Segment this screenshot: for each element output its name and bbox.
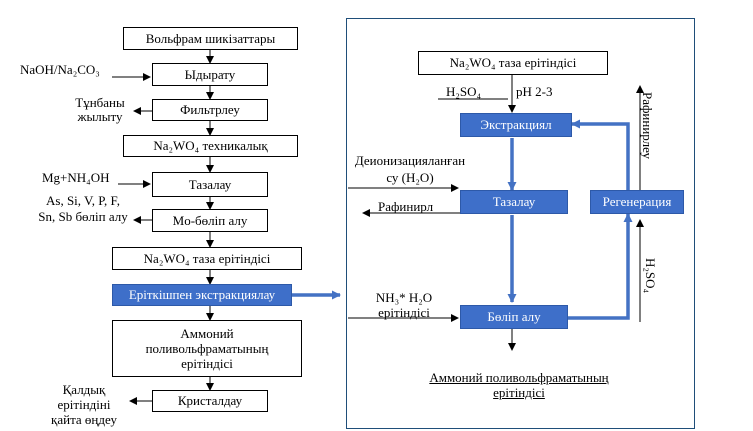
h2so4-vertical-label: H₂SO₄ — [643, 258, 658, 294]
stripping-label: Бөліп алу — [487, 309, 541, 324]
solvent-extraction-box: Еріткішпен экстракциялау — [112, 284, 292, 306]
extraction-label: Экстракциял — [480, 117, 552, 132]
stripping-box: Бөліп алу — [460, 305, 568, 329]
arrow-strip-to-regen — [568, 213, 633, 320]
impurities-label: As, Si, V, P, F, Sn, Sb бөліп алу — [38, 193, 128, 224]
raw-material-label: Вольфрам шикізаттары — [145, 30, 276, 46]
extraction-box: Экстракциял — [460, 113, 572, 137]
crystallization-box: Кристалдау — [152, 390, 268, 412]
ph-label: pH 2-3 — [516, 84, 553, 99]
filtration-label: Фильтрлеу — [180, 102, 240, 117]
crystallization-label: Кристалдау — [177, 393, 243, 408]
leaching-box: Ыдырату — [152, 63, 268, 86]
solvent-extraction-detail-panel — [346, 18, 695, 429]
panel-pure-solution-label: Na₂WO₄ таза ерітіндісі — [449, 55, 577, 70]
pure-solution-box: Na₂WO₄ таза ерітіндісі — [112, 247, 302, 270]
purification-box: Тазалау — [152, 172, 268, 197]
technical-na2wo4-label: Na₂WO₄ техникалық — [153, 138, 268, 153]
apt-solution-box: Аммоний поливольфраматының ерітіндісі — [112, 320, 302, 377]
reagent-purify-label: Mg+NH₄OH — [42, 170, 110, 185]
pure-solution-label: Na₂WO₄ таза ерітіндісі — [143, 250, 271, 266]
scrubbing-label: Тазалау — [492, 194, 536, 209]
leaching-label: Ыдырату — [184, 66, 236, 82]
raw-material-box: Вольфрам шикізаттары — [123, 27, 298, 50]
product-apt-solution-label: Аммоний поливольфраматының ерітіндісі — [429, 370, 609, 400]
ammonia-solution-label: NH₃* H₂O ерітіндісі — [375, 290, 433, 320]
raffinate-label: Рафинирл — [378, 199, 434, 214]
technical-na2wo4-box: Na₂WO₄ техникалық — [123, 135, 298, 157]
reagent-leach-label: NaOH/Na₂CO₃ — [20, 62, 100, 77]
scrubbing-box: Тазалау — [460, 190, 568, 214]
h2so4-top-label: H₂SO₄ — [446, 84, 482, 99]
mo-removal-box: Mo-бөліп алу — [152, 209, 268, 232]
regeneration-box: Регенерация — [590, 190, 684, 214]
waste-residue-label: Тұнбаны жылыту — [75, 95, 125, 124]
panel-pure-solution-box: Na₂WO₄ таза ерітіндісі — [418, 51, 608, 75]
raffinate-vertical-label: Рафинирлеу — [640, 92, 655, 160]
filtration-box: Фильтрлеу — [152, 99, 268, 121]
arrow-regen-to-extraction — [571, 119, 630, 190]
purification-label: Тазалау — [188, 176, 232, 192]
solvent-extraction-label: Еріткішпен экстракциялау — [128, 287, 276, 302]
mother-liquor-label: Қалдық ерітіндіні қайта өңдеу — [51, 382, 117, 427]
regeneration-label: Регенерация — [602, 194, 672, 209]
deionized-water-label: Деионизацияланған су (H₂O) — [354, 153, 466, 185]
mo-removal-label: Mo-бөліп алу — [172, 212, 248, 228]
